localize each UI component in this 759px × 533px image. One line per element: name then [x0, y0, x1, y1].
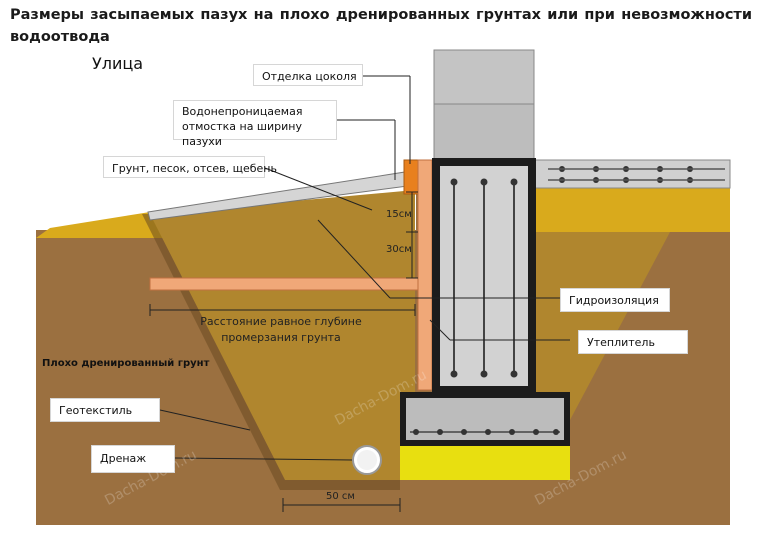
backfill-pit — [150, 190, 415, 480]
wall-rebar — [453, 180, 515, 376]
label-blind-area: Водонепроницаемая отмостка на ширину паз… — [173, 100, 337, 148]
page-title: Размеры засыпаемых пазух на плохо дренир… — [10, 7, 752, 45]
horizontal-insulation — [149, 277, 419, 291]
label-plinth-finish: Отделка цоколя — [253, 64, 363, 86]
wall-block-lower — [433, 103, 535, 161]
wall-block-upper — [433, 49, 535, 105]
dimension-lines — [149, 191, 418, 512]
footing-inner — [406, 398, 564, 440]
right-sand-fill — [535, 188, 730, 232]
wall-rebar-dots — [450, 178, 518, 378]
drainage-bed — [400, 446, 570, 480]
leader-lines — [159, 75, 570, 461]
plinth-finish — [403, 159, 419, 195]
floor-slab — [534, 159, 731, 189]
dim-layer-top: 15см — [386, 209, 412, 220]
label-backfill: Грунт, песок, отсев, щебень — [103, 156, 277, 178]
right-pit — [535, 232, 670, 420]
dim-layer-mid: 30см — [386, 244, 412, 255]
freeze-depth-note: Расстояние равное глубине промерзания гр… — [200, 315, 362, 344]
label-insulation: Утеплитель — [578, 330, 688, 354]
label-drainage: Дренаж — [91, 445, 175, 473]
insulation-layer — [417, 159, 433, 391]
label-waterproofing: Гидроизоляция — [560, 288, 670, 312]
label-geotextile: Геотекстиль — [50, 398, 160, 422]
footing-rebar — [413, 429, 559, 435]
label-poorly-drained-soil: Плохо дренированный грунт — [42, 358, 210, 369]
street-label: Улица — [92, 54, 144, 73]
dim-bottom-width: 50 см — [326, 491, 355, 502]
